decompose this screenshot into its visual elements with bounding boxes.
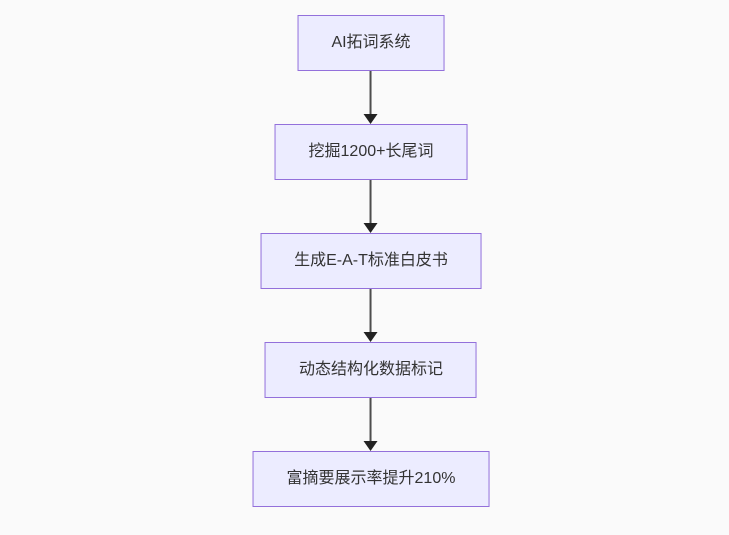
flow-node-label: 生成E-A-T标准白皮书 — [294, 251, 448, 269]
flow-node-eat-whitepaper-generation: 生成E-A-T标准白皮书 — [260, 233, 482, 289]
flow-node-dynamic-structured-data-markup: 动态结构化数据标记 — [264, 342, 477, 398]
arrow-line — [370, 398, 372, 441]
flow-node-rich-snippet-rate-result: 富摘要展示率提升210% — [252, 451, 490, 507]
flow-node-label: 挖掘1200+长尾词 — [308, 142, 434, 160]
flow-edge-b-c — [364, 180, 378, 233]
flow-node-ai-word-expansion-system: AI拓词系统 — [297, 15, 445, 71]
flow-node-longtail-keyword-mining: 挖掘1200+长尾词 — [274, 124, 468, 180]
arrow-line — [370, 71, 372, 114]
arrow-down-icon — [364, 114, 378, 124]
flow-node-label: 动态结构化数据标记 — [298, 360, 443, 378]
flowchart-column: AI拓词系统 挖掘1200+长尾词 生成E-A-T标准白皮书 动态结构化数据标记 — [252, 15, 490, 507]
arrow-down-icon — [364, 332, 378, 342]
flow-node-label: AI拓词系统 — [331, 33, 411, 51]
flow-edge-a-b — [364, 71, 378, 124]
flow-node-label: 富摘要展示率提升210% — [286, 469, 456, 487]
arrow-line — [370, 289, 372, 332]
arrow-down-icon — [364, 441, 378, 451]
arrow-down-icon — [364, 223, 378, 233]
arrow-line — [370, 180, 372, 223]
flow-edge-c-d — [364, 289, 378, 342]
flow-edge-d-e — [364, 398, 378, 451]
